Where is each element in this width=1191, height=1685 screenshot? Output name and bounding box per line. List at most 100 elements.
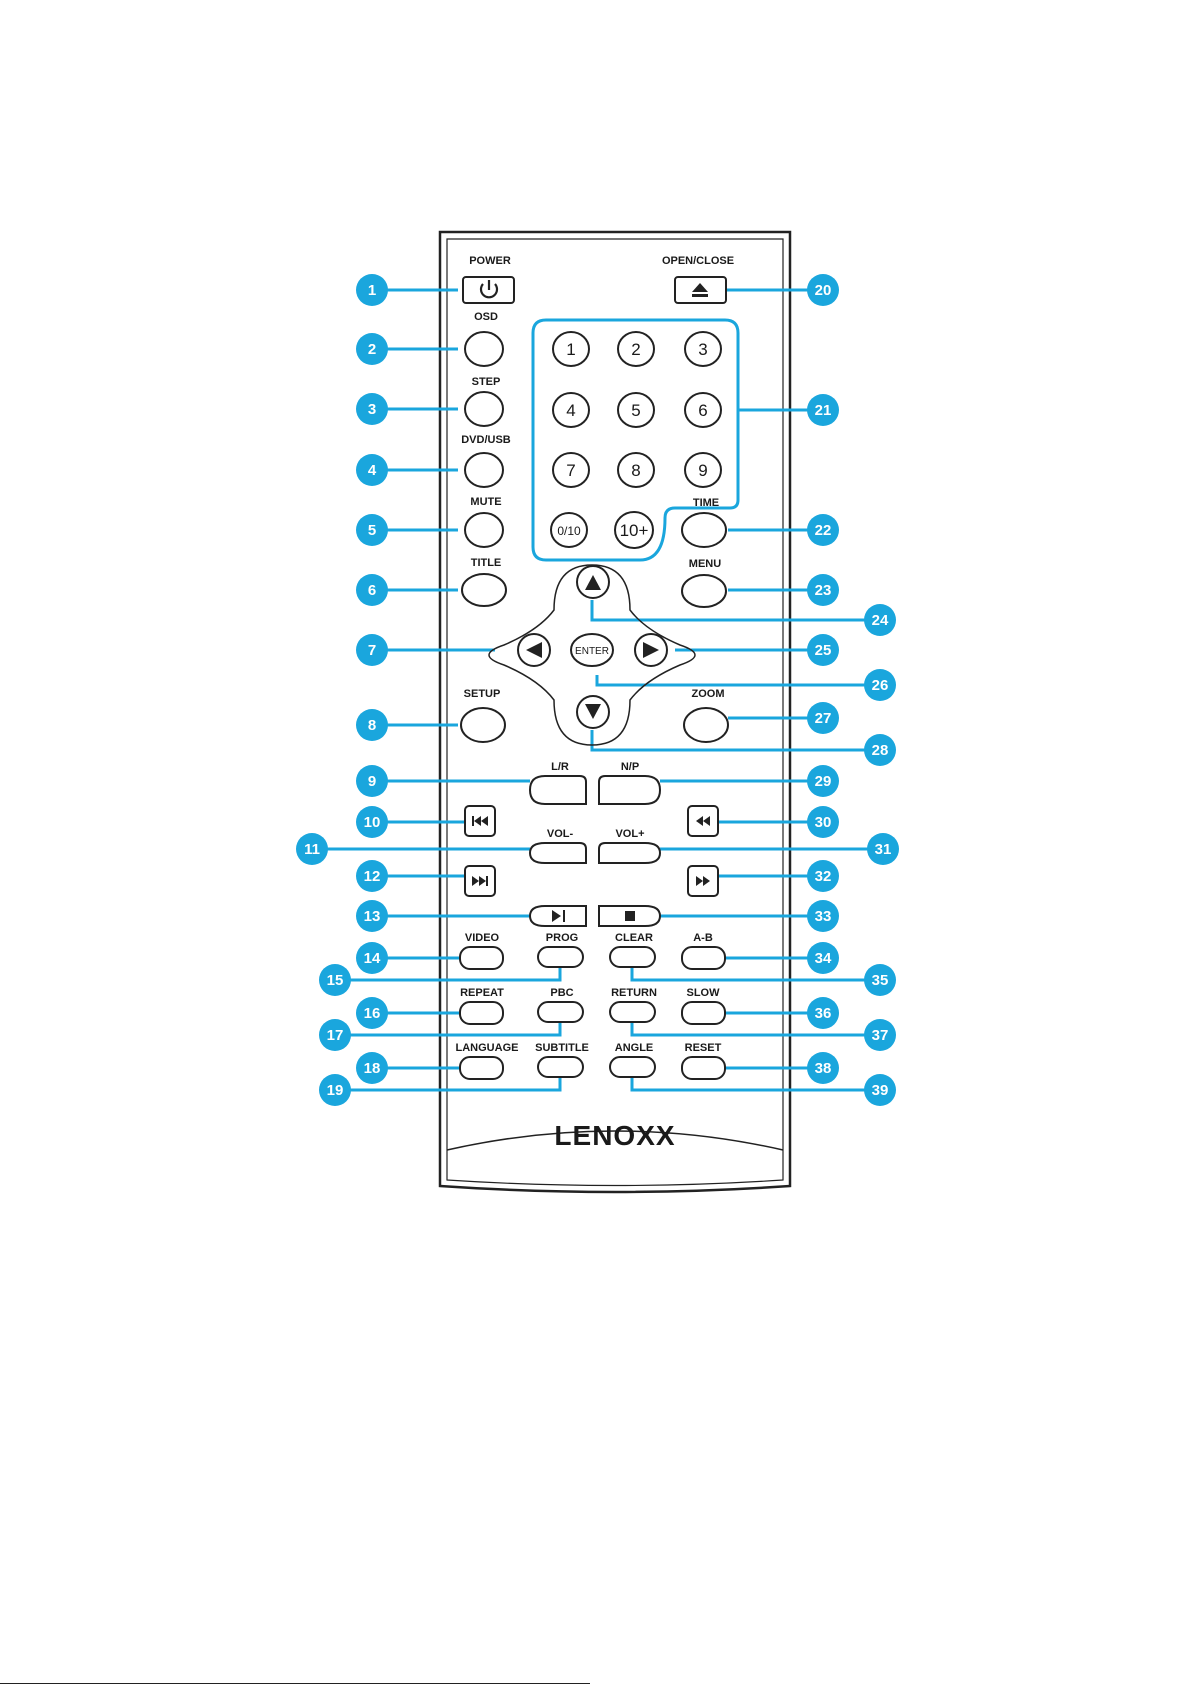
- svg-text:10: 10: [364, 814, 381, 831]
- svg-text:7: 7: [368, 642, 376, 659]
- angle-button[interactable]: [609, 1056, 656, 1078]
- return-button[interactable]: [609, 1001, 656, 1023]
- number-key-1[interactable]: 1: [552, 331, 590, 367]
- power-button[interactable]: [462, 276, 515, 304]
- setup-label: SETUP: [464, 688, 501, 700]
- number-key-6[interactable]: 6: [684, 392, 722, 428]
- callout-badge: 32: [807, 860, 839, 892]
- transport-buttons: L/R N/P VOL- VOL+: [464, 761, 719, 927]
- svg-text:23: 23: [815, 582, 832, 599]
- eject-icon: [692, 283, 708, 297]
- right-button[interactable]: [634, 633, 668, 667]
- previous-button[interactable]: [464, 805, 496, 837]
- dpad-outline: [488, 564, 696, 746]
- number-key-2[interactable]: 2: [617, 331, 655, 367]
- step-button[interactable]: [464, 391, 504, 427]
- svg-text:12: 12: [364, 868, 381, 885]
- vol-minus-label: VOL-: [547, 828, 574, 840]
- subtitle-label: SUBTITLE: [535, 1042, 589, 1054]
- number-key-4[interactable]: 4: [552, 392, 590, 428]
- svg-text:14: 14: [364, 950, 381, 967]
- svg-text:34: 34: [815, 950, 832, 967]
- vol-minus-button[interactable]: [528, 842, 587, 864]
- svg-text:30: 30: [815, 814, 832, 831]
- osd-button[interactable]: [464, 331, 504, 367]
- clear-button[interactable]: [609, 946, 656, 968]
- svg-text:2: 2: [368, 341, 376, 358]
- osd-label: OSD: [474, 311, 498, 323]
- vol-plus-button[interactable]: [598, 842, 662, 864]
- prog-button[interactable]: [537, 946, 584, 968]
- number-key-7[interactable]: 7: [552, 452, 590, 488]
- svg-text:33: 33: [815, 908, 832, 925]
- number-key-10-plus[interactable]: 10+: [614, 511, 654, 549]
- video-button[interactable]: [459, 946, 504, 970]
- callout-badge: 39: [864, 1074, 896, 1106]
- zoom-button[interactable]: [683, 707, 729, 743]
- up-button[interactable]: [576, 565, 610, 599]
- callout-badge: 31: [867, 833, 899, 865]
- svg-text:27: 27: [815, 710, 832, 727]
- mute-label: MUTE: [470, 496, 501, 508]
- callout-badge: 34: [807, 942, 839, 974]
- np-button[interactable]: [598, 775, 662, 805]
- left-button[interactable]: [517, 633, 551, 667]
- play-pause-button[interactable]: [528, 905, 587, 927]
- svg-text:24: 24: [872, 612, 889, 629]
- number-pad: 1 2 3 4 5 6 7 8: [550, 331, 722, 549]
- callout-badge: 23: [807, 574, 839, 606]
- dvd-usb-button[interactable]: [464, 452, 504, 488]
- callout-badge: 10: [356, 806, 388, 838]
- pbc-button[interactable]: [537, 1001, 584, 1023]
- stop-icon: [625, 911, 635, 921]
- arrow-left-icon: [526, 642, 542, 658]
- skip-previous-icon: [472, 816, 488, 826]
- slow-button[interactable]: [681, 1001, 726, 1025]
- function-buttons: VIDEO PROG CLEAR A-B REPEAT PBC RETURN S…: [456, 932, 726, 1080]
- callout-badge: 29: [807, 765, 839, 797]
- callout-badge: 2: [356, 333, 388, 365]
- number-key-label: 3: [698, 340, 707, 359]
- number-key-9[interactable]: 9: [684, 452, 722, 488]
- left-column-buttons: POWER OSD STEP DVD/USB MUTE TITLE SETUP: [460, 255, 515, 743]
- fast-forward-button[interactable]: [687, 865, 719, 897]
- enter-button[interactable]: ENTER: [570, 633, 614, 667]
- callout-badge: 16: [356, 997, 388, 1029]
- time-button[interactable]: [681, 512, 727, 548]
- number-key-0-10[interactable]: 0/10: [550, 512, 588, 548]
- power-label: POWER: [469, 255, 511, 267]
- stop-button[interactable]: [598, 905, 662, 927]
- callout-badge: 35: [864, 964, 896, 996]
- arrow-down-icon: [585, 704, 601, 719]
- subtitle-button[interactable]: [537, 1056, 584, 1078]
- callout-badge: 19: [319, 1074, 351, 1106]
- setup-button[interactable]: [460, 707, 506, 743]
- menu-button[interactable]: [681, 574, 727, 608]
- arrow-up-icon: [585, 575, 601, 590]
- number-key-label: 1: [566, 340, 575, 359]
- svg-text:1: 1: [368, 282, 376, 299]
- open-close-button[interactable]: [674, 276, 727, 304]
- svg-text:17: 17: [327, 1027, 344, 1044]
- ab-button[interactable]: [681, 946, 726, 970]
- number-key-5[interactable]: 5: [617, 392, 655, 428]
- language-button[interactable]: [459, 1056, 504, 1080]
- svg-text:19: 19: [327, 1082, 344, 1099]
- next-button[interactable]: [464, 865, 496, 897]
- repeat-button[interactable]: [459, 1001, 504, 1025]
- skip-next-icon: [472, 876, 488, 886]
- lr-button[interactable]: [528, 775, 587, 805]
- reset-button[interactable]: [681, 1056, 726, 1080]
- number-key-3[interactable]: 3: [684, 331, 722, 367]
- mute-button[interactable]: [464, 512, 504, 548]
- svg-text:8: 8: [368, 717, 376, 734]
- number-key-8[interactable]: 8: [617, 452, 655, 488]
- rewind-button[interactable]: [687, 805, 719, 837]
- title-button[interactable]: [461, 573, 507, 607]
- callout-badge: 18: [356, 1052, 388, 1084]
- svg-text:16: 16: [364, 1005, 381, 1022]
- page-footer-rule: [0, 1683, 590, 1684]
- open-close-label: OPEN/CLOSE: [662, 255, 734, 267]
- callout-badge: 9: [356, 765, 388, 797]
- down-button[interactable]: [576, 695, 610, 729]
